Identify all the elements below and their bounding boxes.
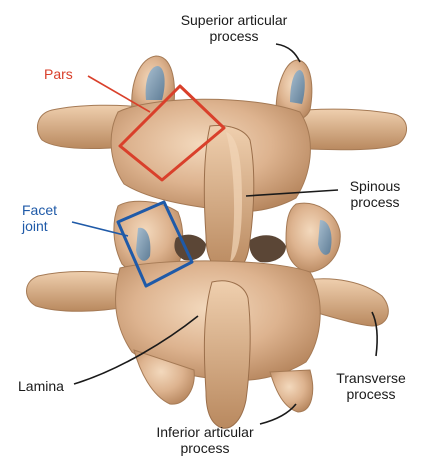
label-facet-joint: Facet joint [22,202,57,234]
label-transverse-process: Transverse process [324,370,418,402]
lower-spinous-process [204,281,250,428]
interlaminar-gap-right [249,235,286,262]
label-lamina: Lamina [18,378,64,394]
label-pars: Pars [44,66,73,82]
leader-superior-articular [276,44,300,62]
right-facet-joint-bone [286,203,340,272]
label-inferior-articular-process: Inferior articular process [134,424,276,456]
label-spinous-process: Spinous process [342,178,408,210]
label-superior-articular-process: Superior articular process [170,12,298,44]
upper-spinous-process [204,126,254,273]
right-inferior-articular-process [270,370,313,412]
